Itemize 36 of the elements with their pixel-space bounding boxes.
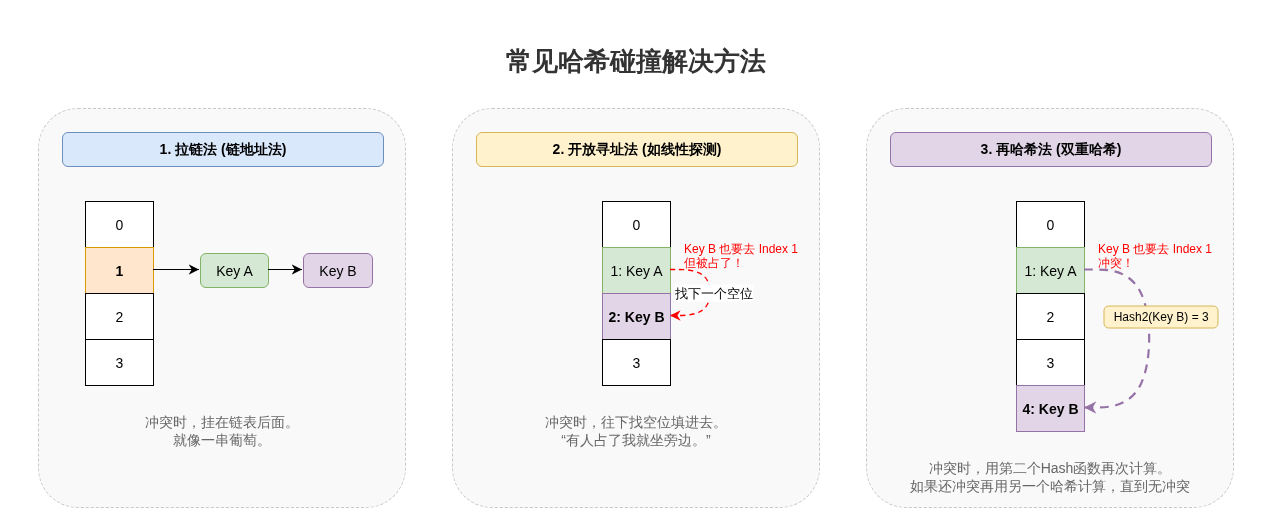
hash-slot: 0 bbox=[1016, 201, 1085, 248]
method-panel bbox=[38, 108, 406, 508]
caption-text: 如果还冲突再用另一个哈希计算，直到无冲突 bbox=[910, 477, 1190, 495]
edge-label: 找下一个空位 bbox=[675, 284, 754, 301]
hash-slot: 1 bbox=[85, 247, 154, 294]
panel-header: 1. 拉链法 (链地址法) bbox=[62, 132, 384, 167]
hash-slot: 0 bbox=[602, 201, 671, 248]
hash-slot: 1: Key A bbox=[1016, 247, 1085, 294]
hash-slot: 1: Key A bbox=[602, 247, 671, 294]
hash-slot: 3 bbox=[1016, 339, 1085, 386]
caption-text: “有人占了我就坐旁边。” bbox=[561, 431, 711, 449]
hash-slot: 3 bbox=[85, 339, 154, 386]
annotation-text: Key B 也要去 Index 1 但被占了！ bbox=[684, 242, 800, 270]
dashed-arrow bbox=[1084, 268, 1151, 414]
arrow bbox=[267, 264, 303, 275]
hash-slot: 2: Key B bbox=[602, 293, 671, 340]
caption-text: 冲突时，挂在链表后面。 bbox=[145, 413, 299, 431]
caption-text: 冲突时，用第二个Hash函数再次计算。 bbox=[928, 459, 1172, 477]
hash-slot: 4: Key B bbox=[1016, 385, 1085, 432]
key-node: Key A bbox=[200, 253, 269, 288]
panel-header: 2. 开放寻址法 (如线性探测) bbox=[476, 132, 798, 167]
caption-text: 就像一串葡萄。 bbox=[173, 431, 271, 449]
dashed-arrow bbox=[669, 268, 711, 321]
panel-header: 3. 再哈希法 (双重哈希) bbox=[890, 132, 1212, 167]
annotation-text: Key B 也要去 Index 1 冲突！ bbox=[1098, 242, 1214, 270]
hash-slot: 2 bbox=[85, 293, 154, 340]
method-panel bbox=[866, 108, 1234, 508]
hash-slot: 3 bbox=[602, 339, 671, 386]
diagram-title: 常见哈希碰撞解决方法 bbox=[505, 45, 767, 78]
hash-slot: 2 bbox=[1016, 293, 1085, 340]
key-node: Key B bbox=[303, 253, 373, 288]
method-panel bbox=[452, 108, 820, 508]
edge-label: Hash2(Key B) = 3 bbox=[1103, 305, 1219, 328]
hash-slot: 0 bbox=[85, 201, 154, 248]
caption-text: 冲突时，往下找空位填进去。 bbox=[545, 413, 727, 431]
arrow bbox=[152, 264, 200, 275]
